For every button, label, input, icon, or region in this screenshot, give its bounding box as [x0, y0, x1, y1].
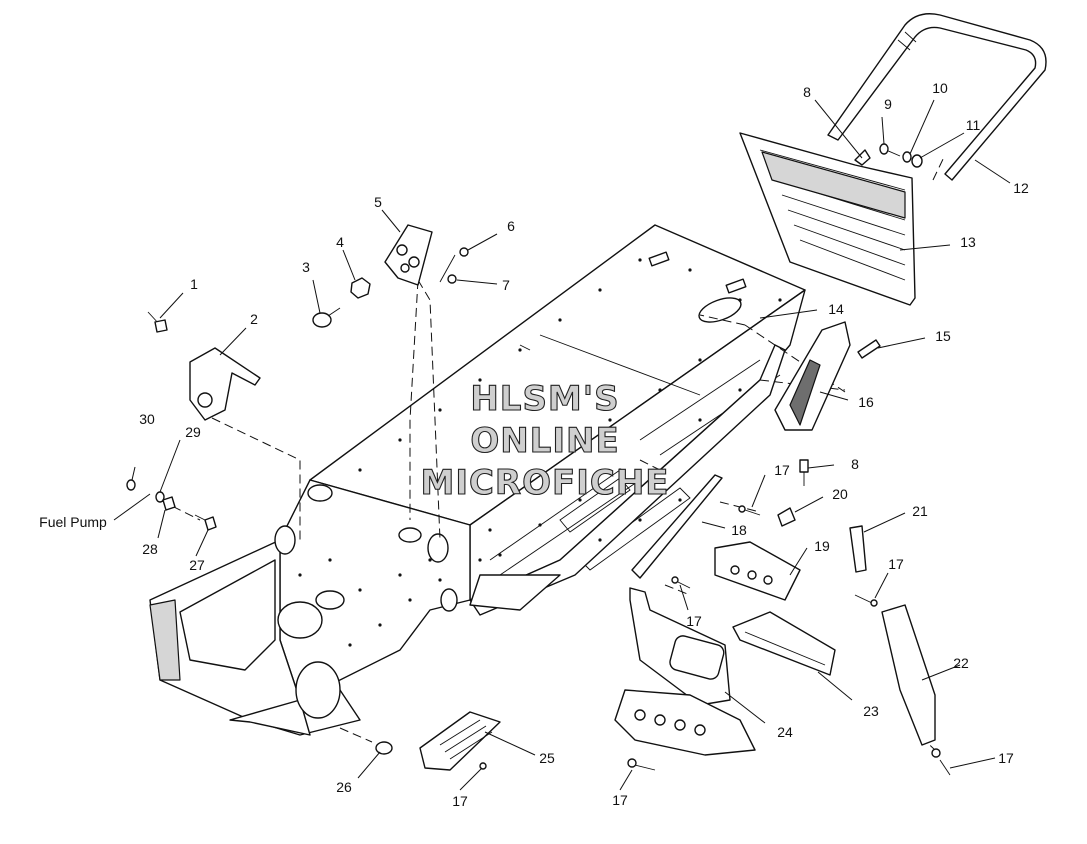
part-bracket-2: [189, 347, 261, 421]
part-bolt-27: [194, 514, 217, 531]
part-bracket-16: [774, 321, 851, 431]
part-bolt-1: [147, 311, 168, 333]
callout-4: 4: [336, 234, 344, 250]
callout-2: 2: [250, 311, 258, 327]
watermark-line-3: MICROFICHE: [420, 463, 669, 503]
part-bolt-9: [879, 143, 901, 157]
watermark-line-1: HLSM'S: [470, 379, 619, 419]
callout-17-f: 17: [998, 750, 1014, 766]
callout-26: 26: [336, 779, 352, 795]
callout-15: 15: [935, 328, 951, 344]
part-rail-18: [631, 474, 723, 579]
callout-8-lower: 8: [851, 456, 859, 472]
callout-30: 30: [139, 411, 155, 427]
part-bracket-5: [384, 224, 433, 286]
part-bolts-17: [479, 505, 951, 776]
callout-13: 13: [960, 234, 976, 250]
fuel-pump-label: Fuel Pump: [39, 514, 107, 530]
watermark-line-2: ONLINE: [470, 421, 619, 461]
part-plug-26: [375, 741, 393, 755]
part-nut-4: [350, 277, 371, 299]
part-washer-10: [902, 151, 912, 163]
part-heat-shield-23: [732, 611, 836, 676]
callout-7: 7: [502, 277, 510, 293]
part-panel-22: [881, 604, 936, 746]
callout-numbers: 1 2 3 4 5 6 7 8 9 10 11 12 13 14 15 16 1…: [39, 80, 1029, 809]
callout-9: 9: [884, 96, 892, 112]
part-grate-25: [419, 711, 501, 771]
part-rivet-8-lower: [799, 459, 809, 486]
part-strip-15: [857, 339, 881, 359]
callout-8-top: 8: [803, 84, 811, 100]
callout-17-a: 17: [774, 462, 790, 478]
part-washer-30: [126, 479, 136, 491]
part-rivet-8-top: [854, 149, 871, 166]
callout-16: 16: [858, 394, 874, 410]
callout-24: 24: [777, 724, 793, 740]
part-pin-21: [849, 525, 867, 573]
callout-20: 20: [832, 486, 848, 502]
watermark: HLSM'S ONLINE MICROFICHE: [420, 378, 669, 503]
callout-19: 19: [814, 538, 830, 554]
part-block-20: [777, 507, 796, 527]
callout-14: 14: [828, 301, 844, 317]
part-bolt-3: [312, 307, 341, 328]
callout-17-e: 17: [612, 792, 628, 808]
part-footrest-24: [614, 587, 756, 756]
callout-17-c: 17: [686, 613, 702, 629]
part-nut-11: [911, 154, 923, 168]
callout-23: 23: [863, 703, 879, 719]
callout-3: 3: [302, 259, 310, 275]
callout-21: 21: [912, 503, 928, 519]
chassis-tunnel: [149, 224, 806, 736]
callout-6: 6: [507, 218, 515, 234]
callout-17-d: 17: [452, 793, 468, 809]
callout-1: 1: [190, 276, 198, 292]
part-snowflap-13: [739, 132, 916, 306]
callout-18: 18: [731, 522, 747, 538]
callout-29: 29: [185, 424, 201, 440]
callout-27: 27: [189, 557, 205, 573]
part-washer-7: [447, 274, 457, 284]
callout-11: 11: [966, 117, 981, 133]
callout-17-b: 17: [888, 556, 904, 572]
callout-28: 28: [142, 541, 158, 557]
leader-lines: [113, 99, 1011, 791]
callout-25: 25: [539, 750, 555, 766]
part-screw-6: [439, 247, 469, 283]
callout-22: 22: [953, 655, 969, 671]
part-bracket-19: [714, 541, 801, 601]
callout-10: 10: [932, 80, 948, 96]
part-nut-28: [162, 496, 176, 511]
callout-12: 12: [1013, 180, 1029, 196]
callout-5: 5: [374, 194, 382, 210]
part-rear-bumper-12: [827, 13, 1047, 181]
